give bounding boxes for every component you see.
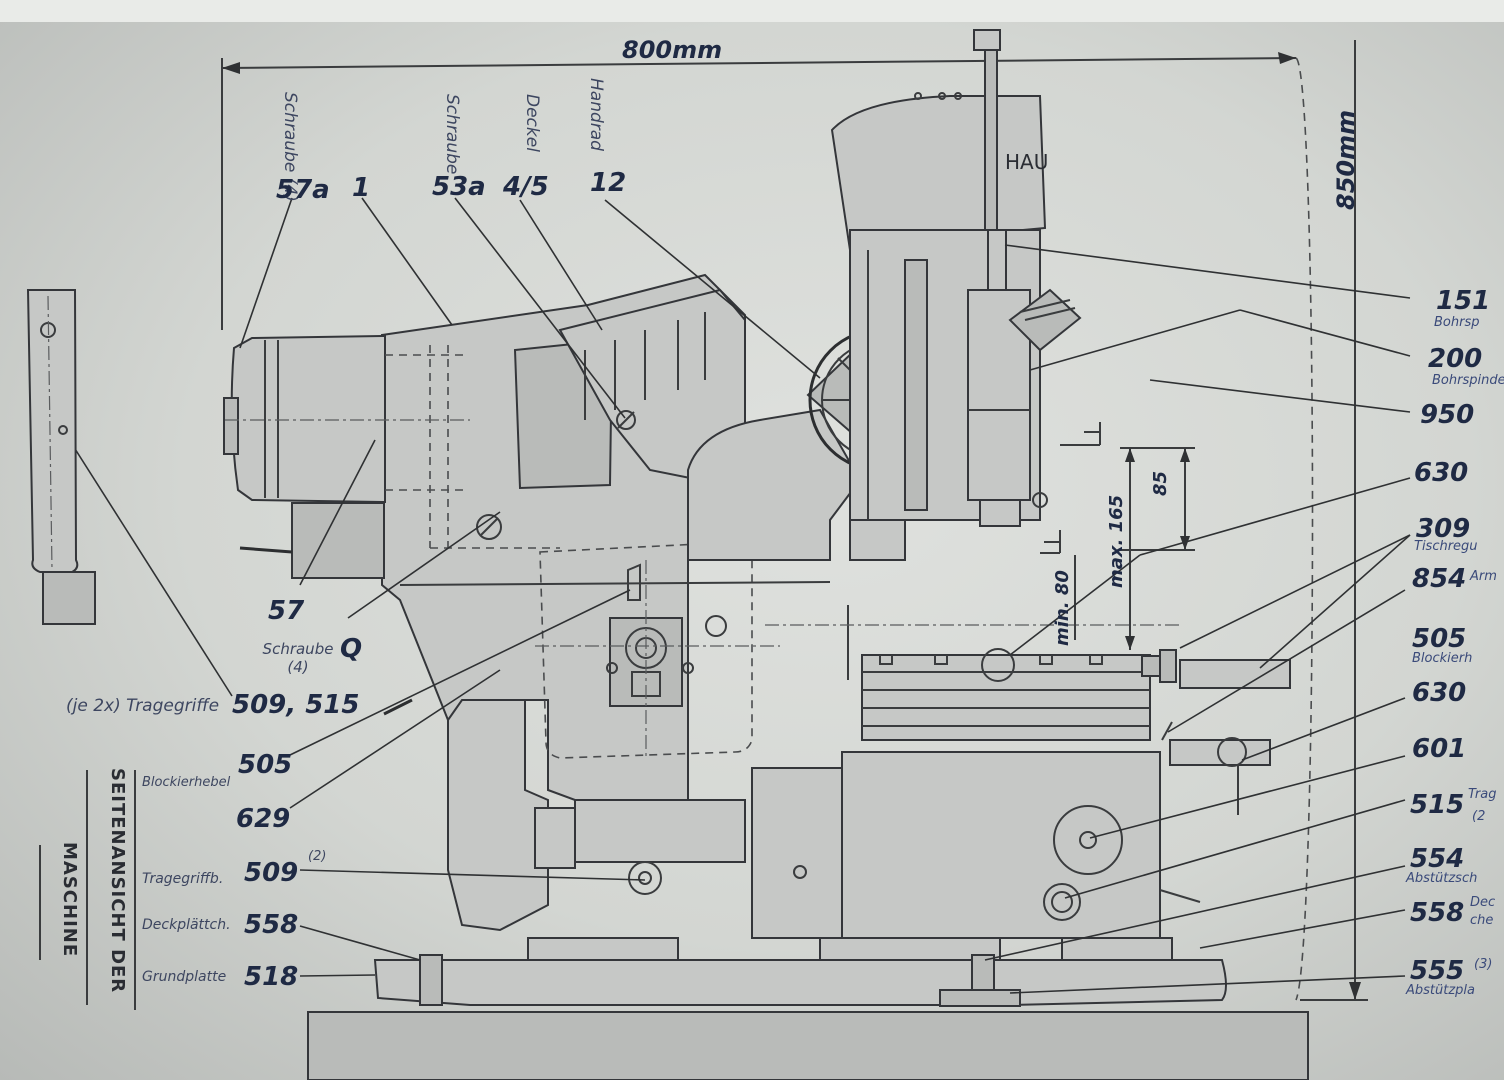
callout-854-note: Arm (1470, 569, 1497, 584)
callout-554-note: Abstützsch (1406, 871, 1478, 886)
max-stroke-label: max. 165 (1106, 494, 1127, 588)
callout-558-right-number: 558 (1410, 898, 1465, 928)
callout-505-right-number: 505 (1412, 624, 1467, 654)
carrying-handle-detail (26, 289, 96, 625)
callout-57a-number: 57a (276, 175, 330, 205)
callout-518-number: 518 (244, 962, 299, 992)
title-box (39, 770, 136, 1010)
callout-601-number: 601 (1412, 734, 1467, 764)
callout-515-number: 515 (1410, 790, 1465, 820)
callout-200-number: 200 (1428, 344, 1483, 374)
leader-lines (62, 197, 1411, 994)
callout-558-left-number: 558 (244, 910, 299, 940)
callout-53a-note: Schraube (442, 94, 462, 175)
callout-555-note: Abstützpla (1406, 983, 1476, 998)
callout-509-515-number: 509, 515 (232, 690, 360, 720)
callout-630-lower-number: 630 (1412, 678, 1467, 708)
width-dimension-label: 800mm (622, 36, 723, 64)
callout-509-note: Tragegriffb. (142, 871, 224, 887)
callout-12-number: 12 (590, 168, 627, 198)
callout-509-515-note: (je 2x) Tragegriffe (66, 696, 220, 716)
drawing-title-line2: MASCHINE (59, 842, 80, 958)
stroke-dimensions (1040, 422, 1195, 650)
callout-554-number: 554 (1410, 844, 1465, 874)
callout-q-note: Schraube (4) (262, 640, 334, 676)
callout-950-number: 950 (1420, 400, 1475, 430)
min-gap-label: min. 80 (1052, 570, 1073, 646)
callout-151-number: 151 (1436, 286, 1491, 316)
sheet-top-edge (0, 0, 1504, 22)
callout-515-extra: (2 (1472, 809, 1486, 824)
callout-57-number: 57 (268, 596, 305, 626)
callout-515-note: Trag (1468, 787, 1497, 802)
callout-558-right-note2: che (1470, 913, 1494, 928)
callout-53a-number: 53a (432, 172, 486, 202)
callout-505-left-note: Blockierhebel (142, 775, 231, 790)
callout-509-number: 509 (244, 858, 299, 888)
callout-309-note: Tischregu (1414, 539, 1478, 554)
base-plate (307, 937, 1309, 1080)
callout-1-number: 1 (352, 173, 371, 203)
width-dimension (221, 52, 1297, 330)
callout-309-number: 309 (1416, 514, 1471, 544)
lower-housing (751, 751, 1201, 939)
callout-518-note: Grundplatte (142, 969, 227, 985)
motor (223, 334, 470, 716)
callout-505-left-number: 505 (238, 750, 293, 780)
callout-555-number: 555 (1410, 956, 1465, 986)
callout-200-note: Bohrspindel (1432, 374, 1504, 387)
callout-4-5-note: Deckel (522, 94, 542, 152)
callout-151-note: Bohrsp (1434, 315, 1480, 330)
column-and-arm (830, 29, 1082, 561)
height-dimension (1295, 40, 1368, 1001)
machine-brand-label: HAU (1005, 150, 1049, 174)
drawing-title-line1: SEITENANSICHT DER (107, 768, 128, 994)
callout-12-note: Handrad (586, 78, 606, 151)
callout-555-extra: (3) (1474, 957, 1493, 972)
left-column (447, 646, 807, 932)
callout-4-5-number: 4/5 (503, 172, 549, 202)
stroke-label: 85 (1150, 470, 1171, 496)
callout-509-extra: (2) (308, 849, 327, 864)
callout-558-left-note: Deckplättch. (142, 917, 231, 933)
center-housing (381, 273, 831, 801)
callout-q-number: Q (340, 634, 363, 664)
callout-558-right-note: Dec (1470, 895, 1496, 910)
height-dimension-label: 850mm (1332, 109, 1360, 210)
callout-854-number: 854 (1412, 564, 1467, 594)
callout-629-number: 629 (236, 804, 291, 834)
callout-630-upper-number: 630 (1414, 458, 1469, 488)
callout-505-right-note: Blockierh (1412, 651, 1473, 666)
